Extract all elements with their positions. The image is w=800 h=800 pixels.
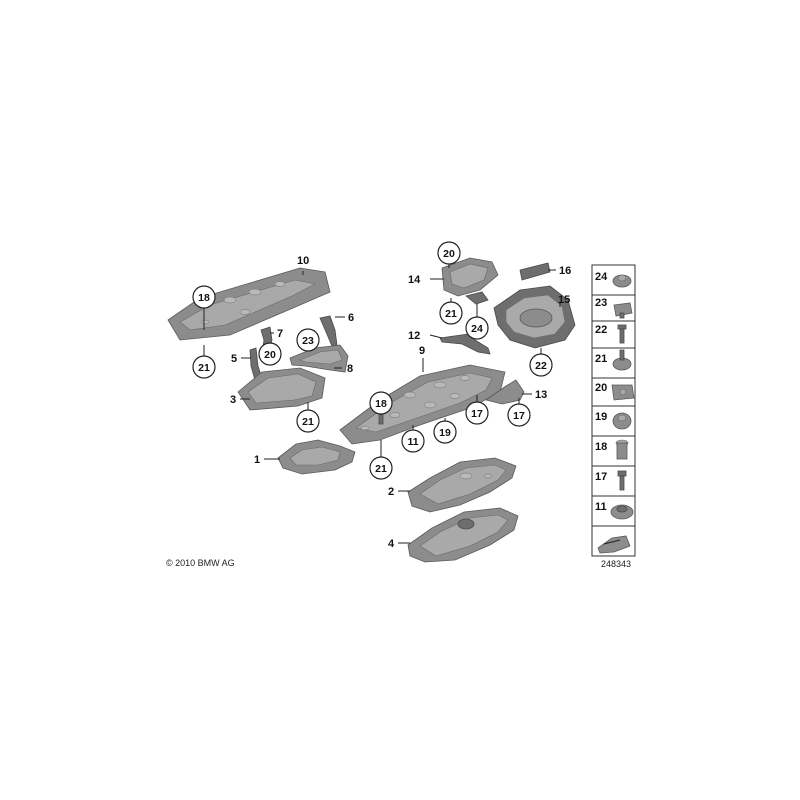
circle-label-18-center: 18 bbox=[369, 391, 393, 415]
clip-icon-11 bbox=[610, 504, 634, 520]
circle-label-19: 19 bbox=[433, 420, 457, 444]
part-8-shield bbox=[289, 344, 349, 373]
label-7: 7 bbox=[277, 328, 283, 340]
part-1-panel bbox=[277, 439, 356, 475]
legend-17: 17 bbox=[595, 471, 607, 483]
bolt-icon-17 bbox=[617, 470, 627, 491]
svg-text:18: 18 bbox=[375, 398, 387, 410]
copyright: © 2010 BMW AG bbox=[166, 558, 235, 568]
circle-label-11: 11 bbox=[401, 429, 425, 453]
legend-20: 20 bbox=[595, 382, 607, 394]
label-6: 6 bbox=[348, 312, 354, 324]
label-15: 15 bbox=[558, 294, 570, 306]
circle-label-23: 23 bbox=[296, 328, 320, 352]
svg-text:11: 11 bbox=[407, 436, 418, 448]
label-16: 16 bbox=[559, 265, 571, 277]
label-5: 5 bbox=[231, 353, 237, 365]
circle-label-21-top: 21 bbox=[439, 301, 463, 325]
grommet-icon-19 bbox=[612, 412, 632, 430]
svg-text:18: 18 bbox=[198, 292, 210, 304]
svg-text:23: 23 bbox=[302, 335, 314, 347]
fastener-legend: 24 23 22 21 20 19 18 17 11 bbox=[591, 264, 636, 557]
label-4: 4 bbox=[388, 538, 395, 550]
svg-text:19: 19 bbox=[439, 427, 451, 439]
part-14-tray bbox=[441, 257, 499, 297]
screw-icon-22 bbox=[617, 324, 627, 344]
circle-label-18-left: 18 bbox=[192, 285, 216, 309]
label-3: 3 bbox=[230, 394, 236, 406]
push-rivet-icon-18 bbox=[615, 439, 629, 460]
legend-19: 19 bbox=[595, 411, 607, 423]
legend-24: 24 bbox=[595, 271, 608, 283]
circle-label-17-right: 17 bbox=[507, 403, 531, 427]
clip-nut-icon-20 bbox=[611, 384, 635, 401]
part-2-panel bbox=[407, 457, 517, 513]
part-4-panel bbox=[407, 507, 519, 563]
legend-23: 23 bbox=[595, 297, 607, 309]
part-6-bracket bbox=[319, 315, 338, 347]
circle-label-21-left: 21 bbox=[192, 355, 216, 379]
legend-22: 22 bbox=[595, 324, 607, 336]
svg-text:21: 21 bbox=[375, 463, 387, 475]
part-15-tray bbox=[493, 285, 576, 349]
svg-text:21: 21 bbox=[302, 416, 314, 428]
clip-icon-23 bbox=[613, 302, 633, 319]
label-2: 2 bbox=[388, 486, 394, 498]
svg-text:17: 17 bbox=[513, 410, 525, 422]
svg-text:17: 17 bbox=[471, 408, 483, 420]
legend-21: 21 bbox=[595, 353, 607, 365]
legend-11: 11 bbox=[595, 501, 607, 513]
svg-text:22: 22 bbox=[535, 360, 547, 372]
label-14: 14 bbox=[408, 274, 421, 286]
label-8: 8 bbox=[347, 363, 353, 375]
label-10: 10 bbox=[297, 255, 309, 267]
arrow-icon bbox=[597, 535, 631, 554]
svg-text:20: 20 bbox=[443, 248, 455, 260]
label-9: 9 bbox=[419, 345, 425, 357]
circle-label-21-mid: 21 bbox=[296, 409, 320, 433]
rivet-icon-21 bbox=[612, 349, 632, 371]
part-10-panel bbox=[167, 267, 331, 341]
circle-label-24: 24 bbox=[465, 316, 489, 340]
legend-18: 18 bbox=[595, 441, 607, 453]
diagram-number: 248343 bbox=[601, 559, 631, 569]
clip-icon-24 bbox=[612, 274, 632, 288]
circle-label-21-bottom: 21 bbox=[369, 456, 393, 480]
part-16-strip bbox=[519, 262, 551, 281]
svg-text:21: 21 bbox=[198, 362, 210, 374]
circle-label-20-top: 20 bbox=[437, 241, 461, 265]
label-12: 12 bbox=[408, 330, 420, 342]
label-13: 13 bbox=[535, 389, 547, 401]
circle-label-22: 22 bbox=[529, 353, 553, 377]
svg-text:20: 20 bbox=[264, 349, 276, 361]
part-13-panel bbox=[485, 379, 525, 405]
circle-label-17-left: 17 bbox=[465, 401, 489, 425]
label-1: 1 bbox=[254, 454, 260, 466]
svg-text:21: 21 bbox=[445, 308, 457, 320]
part-3-panel bbox=[237, 367, 326, 411]
svg-text:24: 24 bbox=[471, 323, 483, 335]
circle-label-20-left: 20 bbox=[258, 342, 282, 366]
